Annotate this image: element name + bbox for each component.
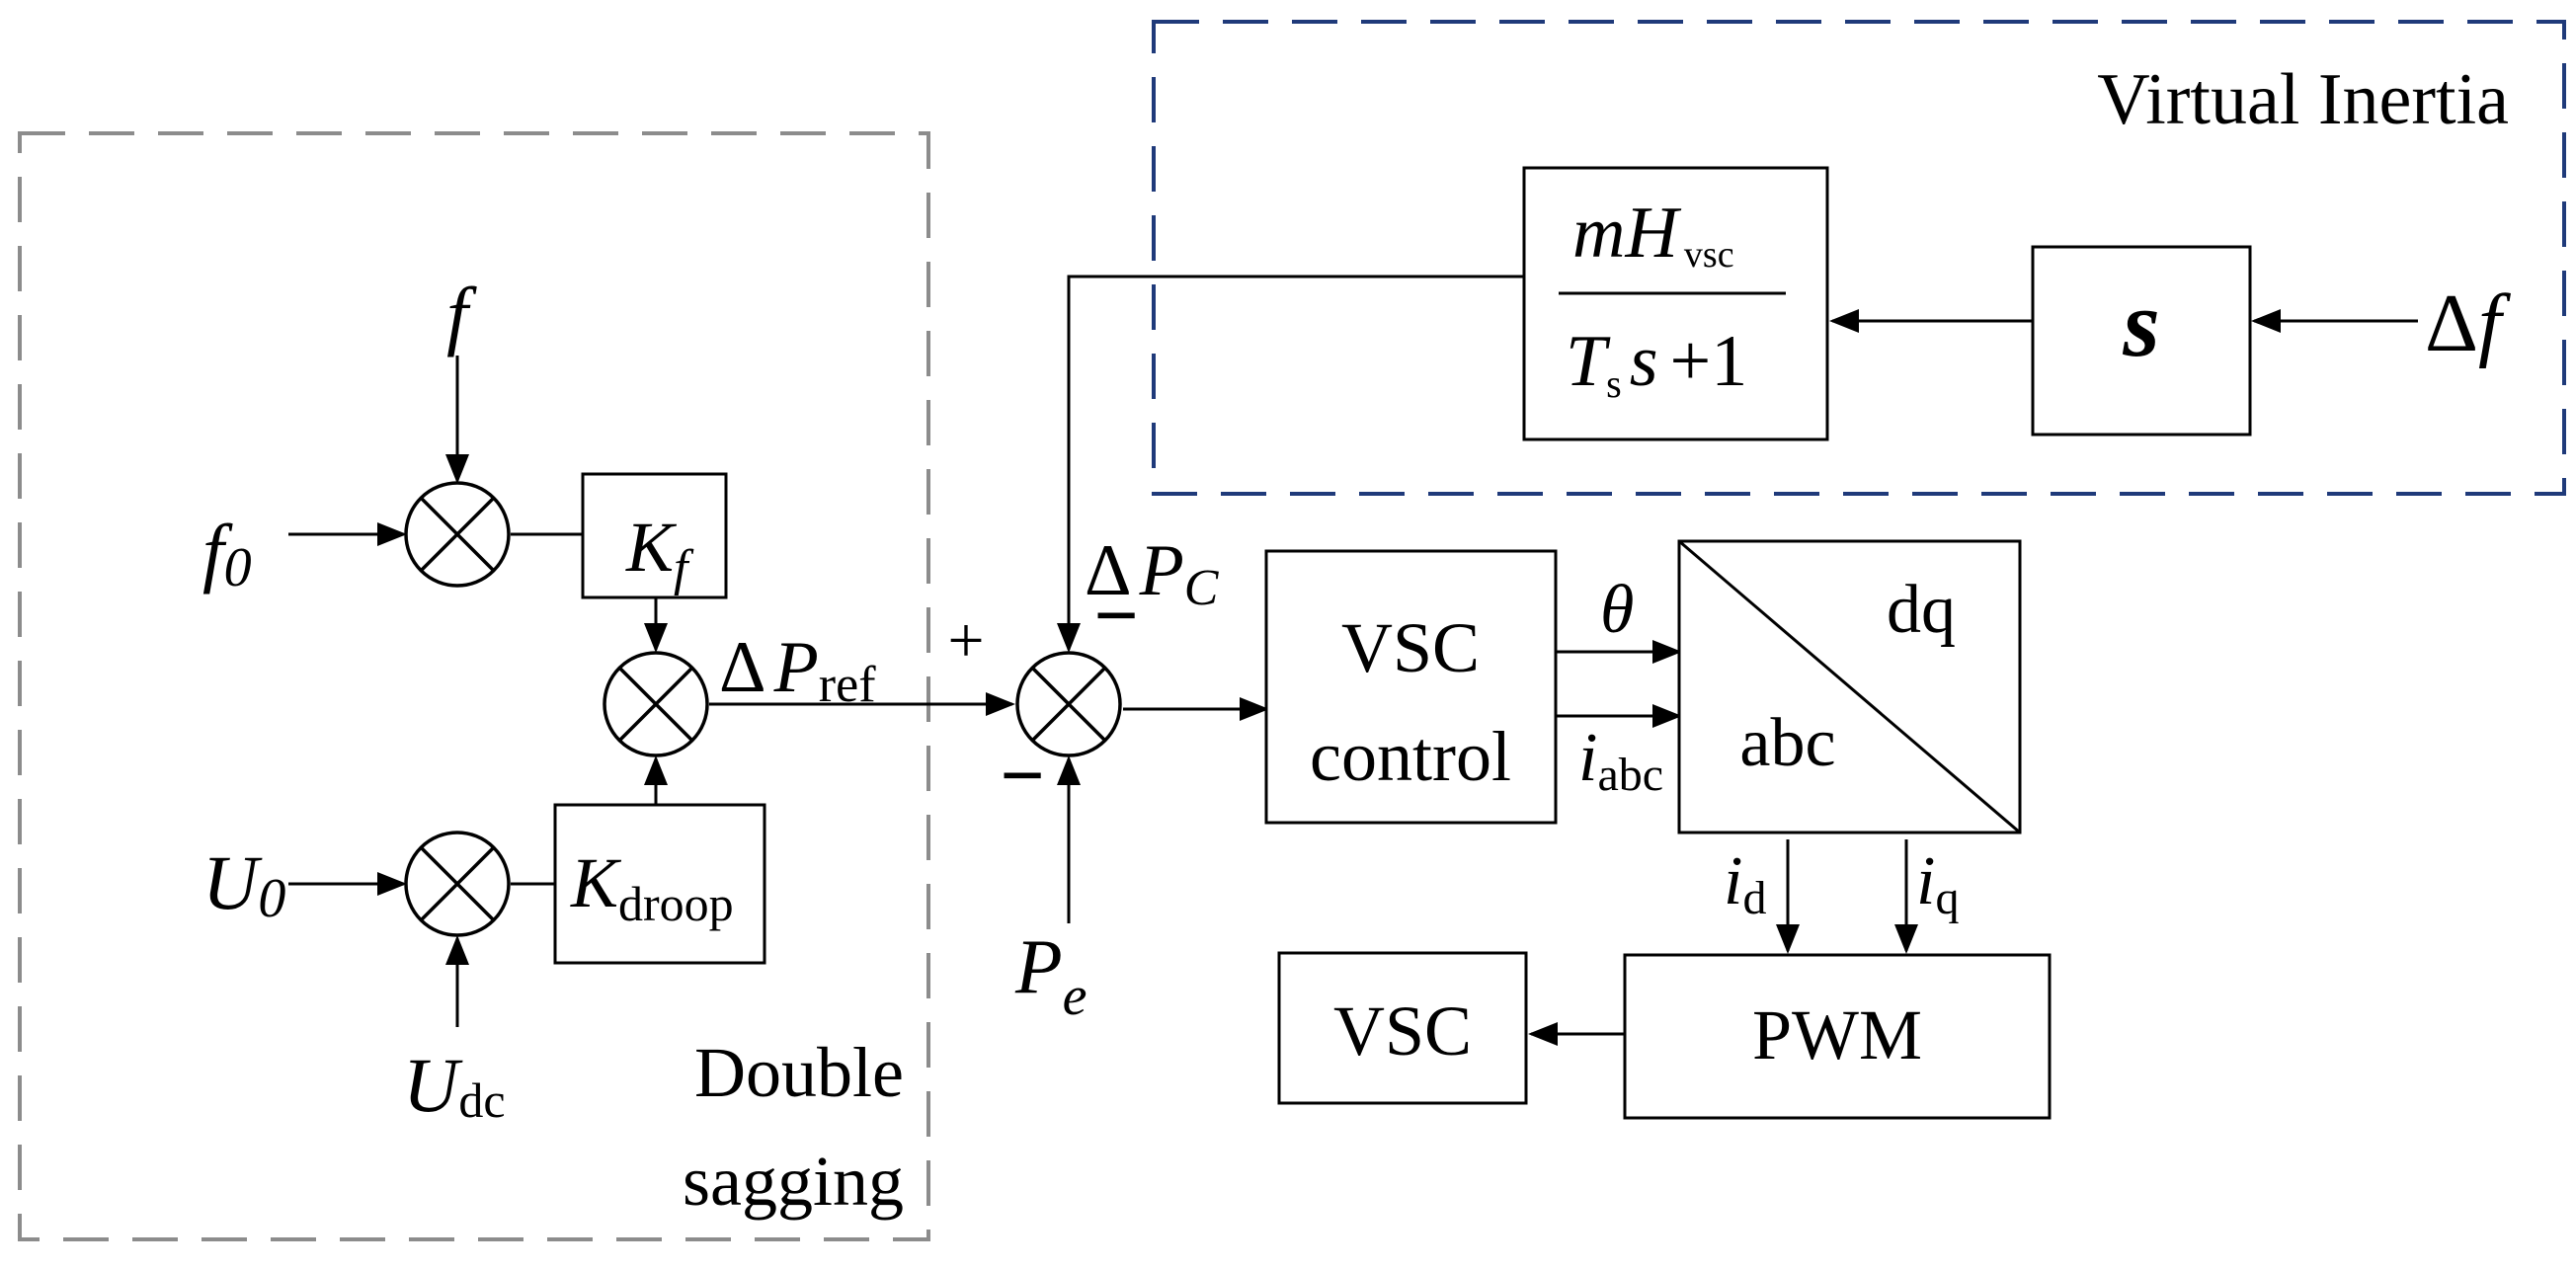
kf-block <box>581 472 728 599</box>
vsc-control-block <box>1264 549 1558 825</box>
virtual-inertia-group <box>1152 20 2566 496</box>
double-sagging-label-line2: sagging <box>683 1142 904 1221</box>
vsc-label: VSC <box>1333 992 1472 1071</box>
vsc-control-line1: VSC <box>1341 608 1480 687</box>
id-label: id <box>1724 843 1766 924</box>
summing-junction-power <box>1015 651 1122 757</box>
iq-label: iq <box>1916 843 1959 924</box>
wire-virtual-inertia-feedback <box>1057 275 1524 653</box>
pwm-block <box>1623 953 2052 1120</box>
virtual-inertia-label: Virtual Inertia <box>2097 59 2509 140</box>
abc-label: abc <box>1739 705 1835 781</box>
kdroop-block <box>553 803 766 965</box>
summing-junction-voltage <box>404 831 511 937</box>
f0-input-label: f0 <box>202 509 252 598</box>
transfer-function-block <box>1522 166 1829 441</box>
delta-f-input-label: Δf <box>2425 278 2512 369</box>
f-input-label: f <box>446 272 477 357</box>
pe-input-label: Pe <box>1014 923 1087 1027</box>
plus-sign: + <box>947 604 984 676</box>
double-sagging-group <box>18 131 930 1241</box>
kf-label: Kf <box>625 508 694 596</box>
summing-junction-combine <box>603 651 709 757</box>
vsc-control-line2: control <box>1310 717 1511 796</box>
u0-input-label: U0 <box>202 839 285 929</box>
s-block <box>2031 245 2252 437</box>
minus-sign-top: − <box>1093 573 1139 660</box>
theta-label: θ <box>1600 572 1634 648</box>
kdroop-label: Kdroop <box>570 843 734 931</box>
pwm-label: PWM <box>1752 995 1922 1074</box>
vsc-block <box>1277 951 1528 1105</box>
udc-input-label: Udc <box>403 1042 506 1128</box>
minus-sign-bottom: − <box>1000 733 1045 820</box>
dq-abc-diagonal <box>1678 539 2021 834</box>
s-block-label: s <box>2122 271 2159 376</box>
summing-junction-frequency <box>404 481 511 588</box>
dq-label: dq <box>1887 572 1956 648</box>
double-sagging-label-line1: Double <box>694 1033 904 1112</box>
iabc-label: iabc <box>1578 720 1663 801</box>
